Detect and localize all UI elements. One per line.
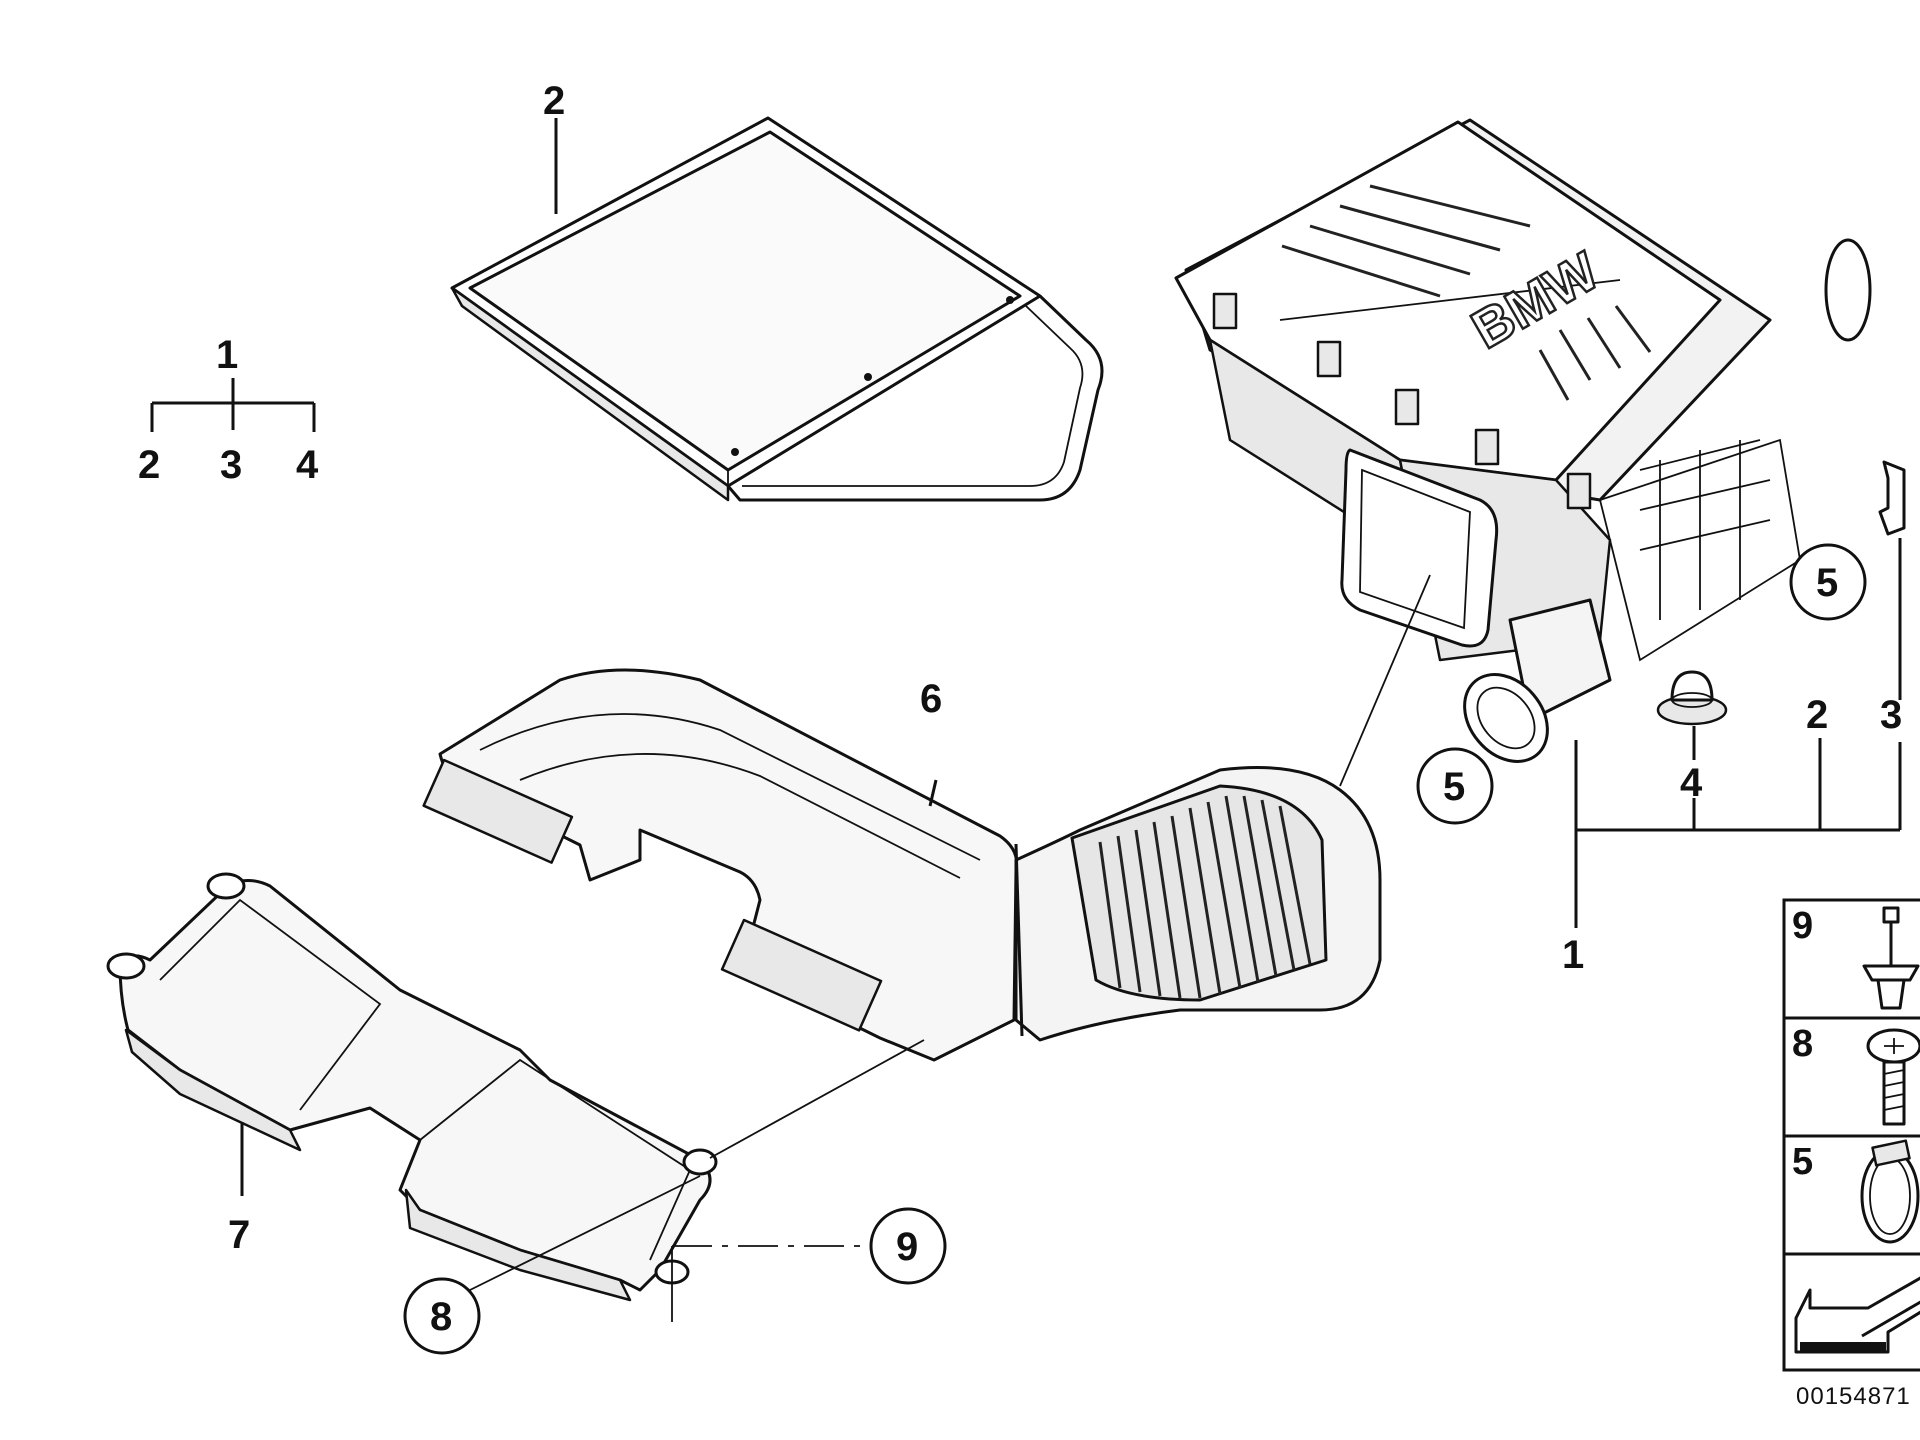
group-bottom-sub-label: 3 <box>1880 693 1902 737</box>
group-top-sub-label: 3 <box>220 443 242 487</box>
air-filter-element: 2 <box>450 79 1104 502</box>
group-bottom-sub-label: 4 <box>1680 761 1703 805</box>
group-tree-top: 1 2 3 4 <box>138 333 319 487</box>
clamp-callout-left: 5 <box>1416 747 1494 825</box>
retaining-clip <box>1878 460 1906 700</box>
expanding-rivet-icon <box>1862 906 1920 1010</box>
legend-number: 8 <box>1792 1023 1813 1065</box>
legend-number: 5 <box>1792 1141 1813 1183</box>
group-tree-bottom: 4 2 3 1 <box>1562 693 1902 977</box>
rivet-callout: 9 <box>869 1207 947 1285</box>
screw-callout: 8 <box>403 1277 481 1355</box>
part-number-label: 00154871 <box>1796 1383 1911 1410</box>
svg-text:5: 5 <box>1443 765 1465 809</box>
intake-duct-callout: 6 <box>920 677 942 721</box>
fastener-legend: 9 8 5 <box>1782 898 1920 1372</box>
lower-duct-callout: 7 <box>228 1213 250 1257</box>
screw-icon <box>1866 1028 1920 1126</box>
group-top-sub-label: 2 <box>138 443 160 487</box>
intake-duct: 6 <box>422 668 1382 1062</box>
air-filter-housing: BMW <box>1174 118 1872 763</box>
svg-text:9: 9 <box>896 1225 918 1269</box>
legend-number: 9 <box>1792 905 1813 947</box>
clamp-callout-top: 5 <box>1789 543 1867 621</box>
group-top-main-label: 1 <box>216 333 238 377</box>
group-bottom-main-label: 1 <box>1562 933 1584 977</box>
filter-element-callout: 2 <box>543 79 565 123</box>
group-top-sub-label: 4 <box>296 443 319 487</box>
svg-text:8: 8 <box>430 1295 452 1339</box>
direction-arrow-icon <box>1794 1276 1920 1354</box>
lower-air-duct: 7 <box>106 872 718 1302</box>
rubber-grommet <box>1656 670 1728 760</box>
group-bottom-sub-label: 2 <box>1806 693 1828 737</box>
hose-clamp-icon <box>1860 1139 1920 1244</box>
svg-text:5: 5 <box>1816 561 1838 605</box>
